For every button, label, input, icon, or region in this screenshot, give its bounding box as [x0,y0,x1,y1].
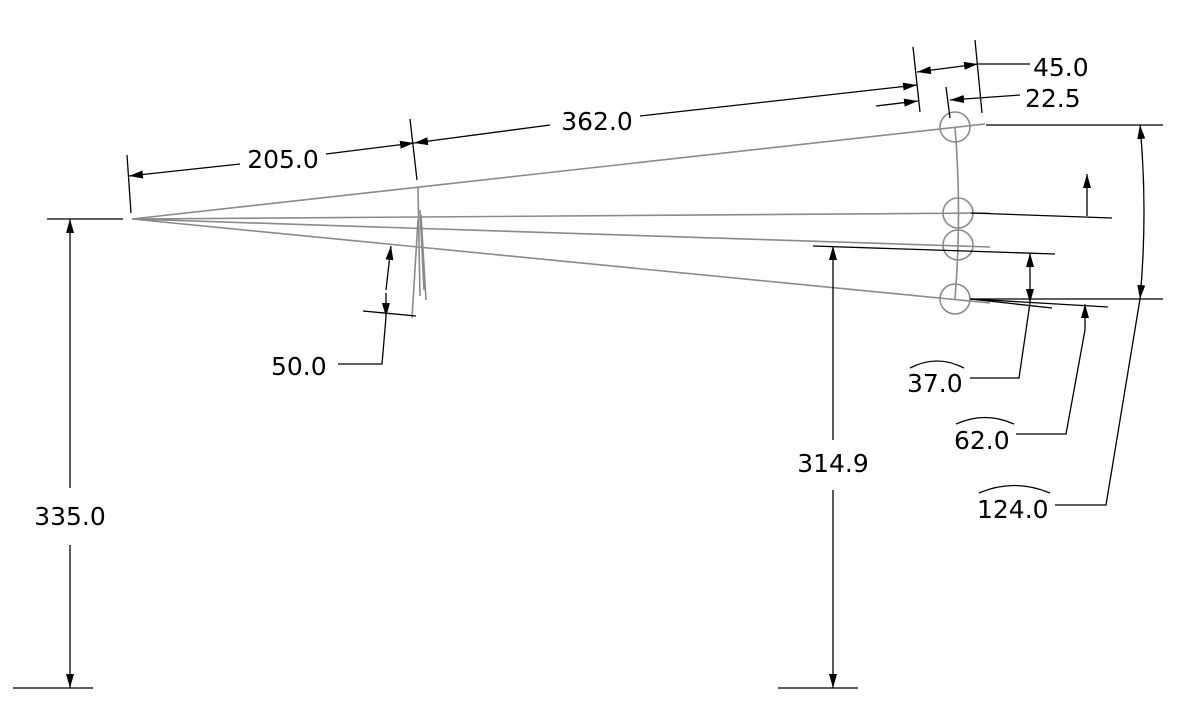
dim-label-62: 62.0 [954,426,1010,455]
dimensions: 205.0 362.0 45.0 22.5 [13,39,1163,689]
dim-314-9: 314.9 [778,245,1056,689]
dim-335: 335.0 [13,218,123,689]
circle-1 [939,111,971,143]
dim-arc-124: 124.0 [970,124,1163,524]
ray-3 [131,218,991,248]
circle-3 [942,229,974,261]
ray-2 [131,212,991,220]
ray-bottom [131,218,991,304]
dim-label-45: 45.0 [1033,53,1089,82]
dim-50: 50.0 [271,245,417,381]
dim-45: 45.0 [916,39,1089,114]
sketch-line-1 [417,187,421,297]
arc-mark-37 [909,360,965,369]
arc-mark-62 [955,416,1015,425]
dim-label-335: 335.0 [34,502,106,531]
dim-205: 205.0 [126,118,418,214]
dim-label-22-5: 22.5 [1025,84,1081,113]
dim-arc-37: 37.0 [907,253,1053,398]
dim-label-314-9: 314.9 [797,449,869,478]
dim-label-362: 362.0 [561,107,633,136]
dim-arc-62: 62.0 [954,174,1113,455]
dim-22-5: 22.5 [875,84,1081,119]
ray-top [131,123,986,220]
arc-mark-124 [978,484,1051,494]
geometry [131,111,991,319]
circle-arc [954,126,960,300]
dim-label-124: 124.0 [977,495,1049,524]
sketch-line-2 [419,209,425,291]
dim-362: 362.0 [413,46,921,146]
dim-label-205: 205.0 [247,145,319,174]
sketch-line-3 [411,219,419,319]
sketch-line-4 [420,214,427,301]
dim-label-37: 37.0 [907,369,963,398]
dim-label-50: 50.0 [271,352,327,381]
